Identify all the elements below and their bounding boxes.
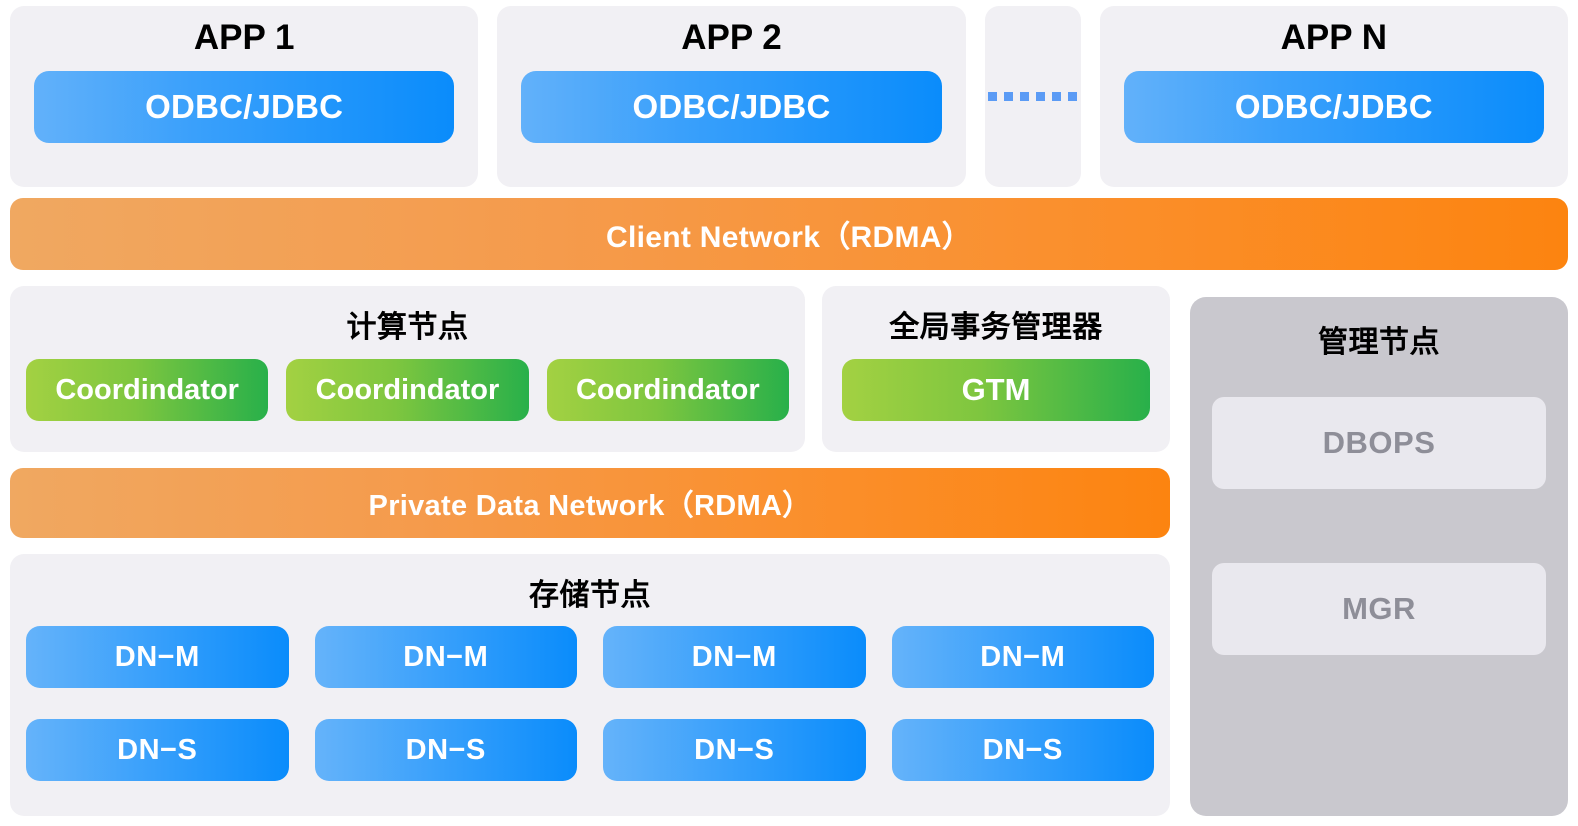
storage-slave-row: DN−S DN−S DN−S DN−S (26, 719, 1154, 798)
app-ellipsis-card (984, 6, 1081, 187)
app-card-1[interactable]: APP 1 ODBC/JDBC (10, 6, 479, 187)
private-data-network-bar: Private Data Network（RDMA） (10, 468, 1170, 538)
storage-node-master[interactable]: DN−M (891, 626, 1154, 688)
app-driver-pill[interactable]: ODBC/JDBC (521, 70, 942, 143)
coordinator-node[interactable]: Coordindator (26, 359, 269, 421)
client-network-bar: Client Network（RDMA） (10, 198, 1568, 270)
gtm-panel: 全局事务管理器 GTM (822, 286, 1170, 452)
app-card-title: APP N (1280, 18, 1387, 57)
storage-node-slave[interactable]: DN−S (603, 719, 866, 781)
app-driver-pill[interactable]: ODBC/JDBC (1123, 70, 1544, 143)
management-item-mgr[interactable]: MGR (1212, 563, 1546, 655)
storage-node-master[interactable]: DN−M (26, 626, 289, 688)
compute-node-title: 计算节点 (346, 311, 469, 344)
app-card-n[interactable]: APP N ODBC/JDBC (1099, 6, 1568, 187)
gtm-node[interactable]: GTM (842, 359, 1150, 421)
storage-node-slave[interactable]: DN−S (314, 719, 577, 781)
storage-master-row: DN−M DN−M DN−M DN−M (26, 626, 1154, 705)
compute-node-panel: 计算节点 Coordindator Coordindator Coordinda… (10, 286, 805, 452)
coordinator-row: Coordindator Coordindator Coordindator (26, 359, 789, 436)
storage-node-master[interactable]: DN−M (314, 626, 577, 688)
storage-node-title: 存储节点 (529, 579, 651, 612)
app-card-title: APP 2 (681, 18, 782, 57)
ellipsis-dots-icon (988, 92, 1078, 101)
coordinator-node[interactable]: Coordindator (546, 359, 789, 421)
storage-node-master[interactable]: DN−M (603, 626, 866, 688)
storage-node-slave[interactable]: DN−S (891, 719, 1154, 781)
storage-node-panel: 存储节点 DN−M DN−M DN−M DN−M DN−S DN−S DN−S … (10, 554, 1170, 816)
app-card-2[interactable]: APP 2 ODBC/JDBC (497, 6, 966, 187)
app-driver-pill[interactable]: ODBC/JDBC (34, 70, 455, 143)
gtm-panel-title: 全局事务管理器 (889, 311, 1103, 344)
management-node-panel: 管理节点 DBOPS MGR (1190, 297, 1568, 816)
management-node-title: 管理节点 (1318, 326, 1440, 359)
storage-node-slave[interactable]: DN−S (26, 719, 289, 781)
application-layer-row: APP 1 ODBC/JDBC APP 2 ODBC/JDBC APP N OD… (10, 6, 1568, 187)
middle-band: 计算节点 Coordindator Coordindator Coordinda… (10, 286, 1568, 452)
coordinator-node[interactable]: Coordindator (286, 359, 529, 421)
app-card-title: APP 1 (193, 18, 295, 57)
storage-node-grid: DN−M DN−M DN−M DN−M DN−S DN−S DN−S DN−S (26, 626, 1154, 798)
management-item-dbops[interactable]: DBOPS (1212, 397, 1546, 489)
